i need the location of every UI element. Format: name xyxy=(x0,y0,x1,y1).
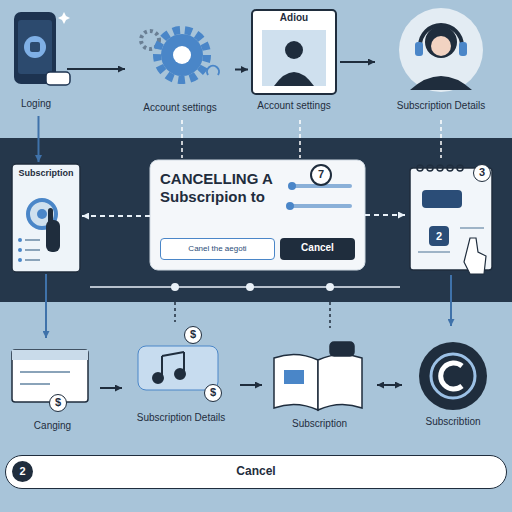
secondary-button: Canel the aegoti xyxy=(160,238,275,260)
callout-number: 2 xyxy=(429,226,449,246)
profile-card xyxy=(252,10,336,94)
phone-icon xyxy=(14,12,70,85)
callout-number: 7 xyxy=(312,168,330,181)
cancel-button: Cancel xyxy=(280,238,355,260)
node-label: Account settings xyxy=(248,100,340,112)
dark-band xyxy=(0,138,512,302)
notebook-step: 32 xyxy=(405,160,497,275)
price-badge: $ xyxy=(49,394,67,412)
button-label: Cancel xyxy=(206,464,306,478)
flow-arrow xyxy=(235,69,248,71)
subscription-step: Subscribtion xyxy=(402,326,504,438)
cancel-dialog: CANCELLING A Subscripion to Canel the aeg… xyxy=(150,160,365,270)
node-label: Subscription Details xyxy=(375,100,507,112)
book-icon xyxy=(274,342,362,410)
profile-step: AdiouAccount settings xyxy=(248,8,340,118)
flow-arrow xyxy=(67,68,125,70)
flow-arrow xyxy=(82,215,150,217)
flow-arrow xyxy=(45,274,47,338)
flow-arrow xyxy=(377,384,402,386)
flow-arrow xyxy=(240,384,262,386)
card-title: Adiou xyxy=(256,12,332,24)
node-label: Account settings xyxy=(125,102,235,114)
notebook-icon xyxy=(410,165,492,274)
price-badge: $ xyxy=(184,326,202,344)
dialog-title: CANCELLING A Subscripion to xyxy=(160,170,310,206)
flow-arrow xyxy=(450,275,452,326)
flow-arrow xyxy=(365,214,405,216)
node-label: Canel the aegoti xyxy=(161,244,274,254)
notepad-icon xyxy=(12,164,80,272)
node-label: Subscription xyxy=(12,168,80,179)
window-icon xyxy=(12,350,88,402)
subscription-card: Subscription xyxy=(10,162,82,274)
settings-step: Account settings xyxy=(125,22,235,117)
flow-arrow xyxy=(38,116,40,162)
node-label: Subscription xyxy=(262,418,377,430)
gear-icon xyxy=(141,30,219,80)
support-step: Subscription Details xyxy=(375,8,507,116)
changing-step: $ Canging xyxy=(5,338,100,438)
callout-badge: 7 xyxy=(310,164,332,186)
callout-number: 3 xyxy=(473,164,491,182)
subscription-step: Subscription xyxy=(262,332,377,438)
node-label: Loging xyxy=(5,98,67,110)
price-badge: $ xyxy=(204,384,222,402)
node-label: Cancel xyxy=(280,242,355,254)
node-label: Canging xyxy=(5,420,100,432)
timeline xyxy=(90,283,400,328)
subscription-icon xyxy=(419,342,487,410)
support-person xyxy=(399,8,483,92)
node-label: Subscribtion xyxy=(402,416,504,428)
bottom-bar: 2 Cancel xyxy=(5,455,507,489)
music-icon xyxy=(138,346,218,390)
dashed-guide xyxy=(182,120,441,158)
flow-arrow xyxy=(340,61,375,63)
step-number: 2 xyxy=(12,461,33,482)
dialog-panel xyxy=(150,160,365,270)
details-step: $ $ Subscription Details xyxy=(122,326,240,438)
node-label: Subscription Details xyxy=(122,412,240,424)
login-step: Loging xyxy=(5,8,67,116)
flow-arrow xyxy=(100,387,122,389)
